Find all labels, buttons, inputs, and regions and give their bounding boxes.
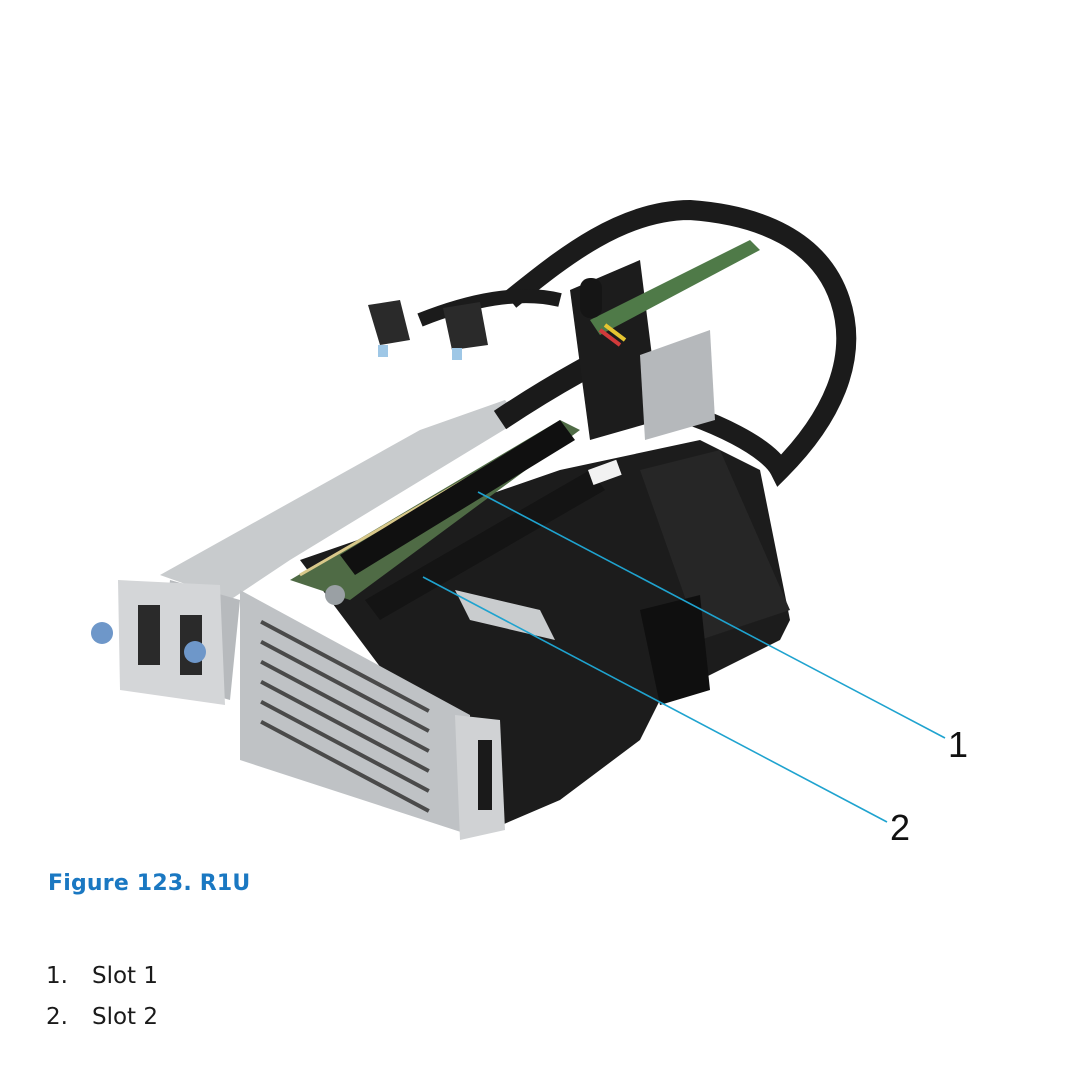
callout-line-2	[422, 576, 888, 823]
riser-illustration	[91, 199, 946, 840]
callout-number-2: 2	[890, 807, 911, 848]
riser-figure: 1 2	[91, 199, 969, 848]
callout-number-1: 1	[948, 724, 969, 765]
legend-item-label: Slot 1	[92, 962, 159, 989]
legend-item-label: Slot 2	[92, 1003, 159, 1030]
callout-line-1	[477, 491, 946, 739]
legend-item-number: 1.	[46, 962, 68, 989]
figure-caption: Figure 123. R1U	[48, 871, 251, 896]
legend-item: 1. Slot 1	[46, 955, 158, 996]
legend-item: 2. Slot 2	[46, 996, 158, 1037]
legend-item-number: 2.	[46, 1003, 68, 1030]
figure-legend: 1. Slot 1 2. Slot 2	[46, 955, 158, 1037]
